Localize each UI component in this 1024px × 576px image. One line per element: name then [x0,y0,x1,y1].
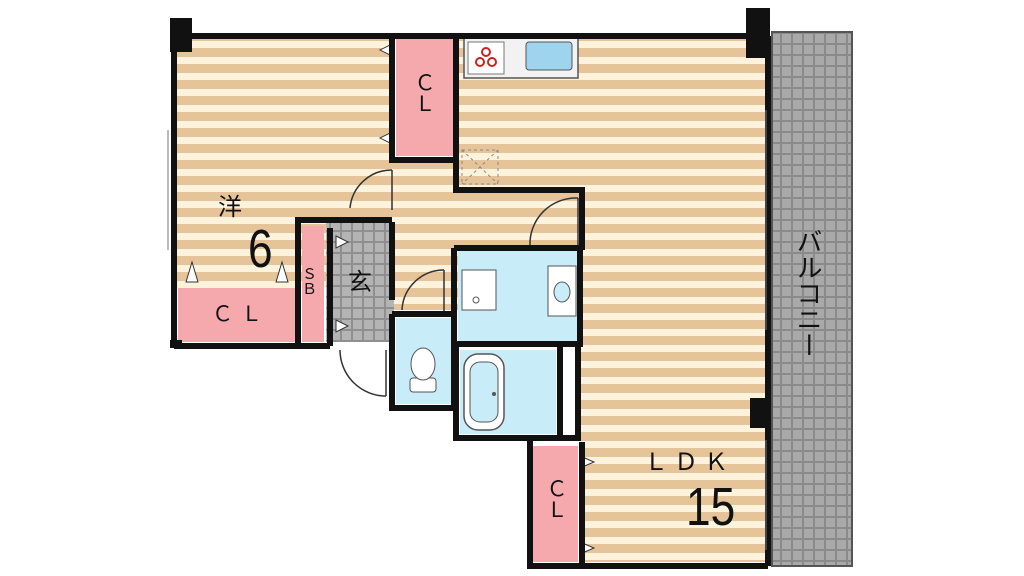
ldk-room-name: ＬＤＫ [644,448,734,476]
fridge-space [461,149,499,185]
balcony [771,31,853,567]
western-room-size: 6 [248,219,273,279]
wash-fixtures [461,265,577,317]
shoe-box-label: ＳＢ [300,266,318,296]
balcony-label: バルコニー [792,228,822,358]
walls [171,33,771,569]
ldk-room-size: 15 [686,477,736,537]
closet-ldk-label: ＣＬ [544,478,568,520]
closet-top-label: ＣＬ [412,72,436,114]
bathtub [463,353,505,431]
toilet-fixture [409,347,437,393]
closet-ldk [532,446,578,562]
western-room-name: 洋 [218,193,242,221]
closet-western [178,288,296,342]
closet-western-label: ＣＬ [212,302,270,326]
closet-top [396,38,456,156]
shoe-box [302,226,324,342]
windows [167,110,767,550]
entrance-label: 玄 [348,268,372,296]
wall-pillars [170,8,770,428]
door-swings [339,169,579,397]
ldk-floor [458,36,770,562]
kitchen-counter [463,37,579,79]
